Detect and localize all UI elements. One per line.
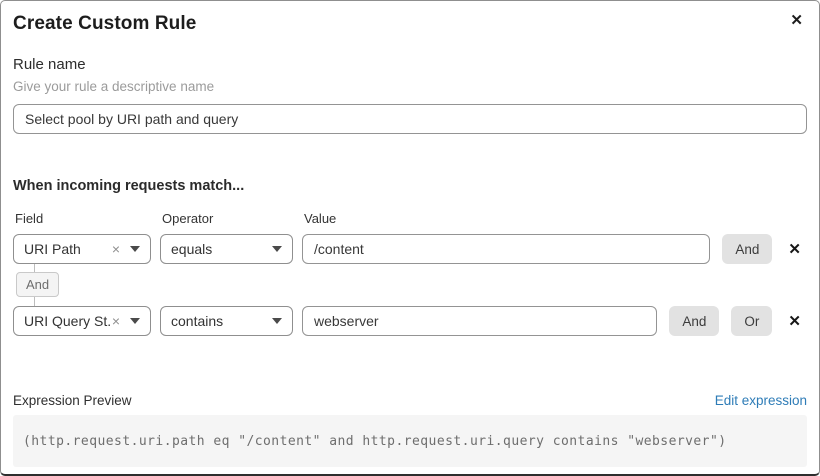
and-button-row-1[interactable]: And (722, 234, 773, 264)
or-button-row-2[interactable]: Or (731, 306, 773, 336)
connector-line-bottom (34, 297, 35, 306)
expression-preview-section: Expression Preview Edit expression (http… (13, 393, 807, 467)
expression-code: (http.request.uri.path eq "/content" and… (13, 415, 807, 467)
rule-name-label: Rule name (13, 56, 86, 73)
rule-name-section: Rule name Give your rule a descriptive n… (13, 56, 807, 134)
expression-preview-label: Expression Preview (13, 393, 132, 408)
rule-name-input[interactable] (13, 104, 807, 134)
operator-select-2[interactable]: contains (160, 306, 293, 336)
operator-select-1[interactable]: equals (160, 234, 293, 264)
connector-and-badge: And (16, 272, 60, 297)
edit-expression-link[interactable]: Edit expression (714, 393, 807, 408)
and-button-row-2[interactable]: And (669, 306, 720, 336)
expression-header: Expression Preview Edit expression (13, 393, 807, 408)
clear-selection-icon[interactable]: × (111, 313, 120, 329)
close-icon[interactable]: ✕ (786, 11, 807, 30)
operator-select-1-value: equals (171, 241, 213, 257)
value-column-label: Value (304, 211, 337, 226)
rule-name-hint: Give your rule a descriptive name (13, 79, 215, 94)
remove-condition-icon[interactable]: ✕ (788, 240, 801, 258)
chevron-down-icon (130, 318, 140, 324)
condition-row-1: URI Path × equals And ✕ (13, 234, 807, 264)
operator-select-2-value: contains (171, 313, 224, 329)
remove-condition-icon[interactable]: ✕ (788, 312, 801, 330)
condition-connector: And (13, 264, 807, 306)
match-section: When incoming requests match... Field Op… (13, 178, 807, 336)
field-select-1[interactable]: URI Path × (13, 234, 151, 264)
field-select-2[interactable]: URI Query St... × (13, 306, 151, 336)
value-input-1[interactable] (302, 234, 711, 264)
field-select-1-value: URI Path (24, 241, 81, 257)
page-title: Create Custom Rule (13, 13, 197, 34)
chevron-down-icon (130, 246, 140, 252)
match-heading: When incoming requests match... (13, 178, 245, 194)
condition-row-2: URI Query St... × contains And Or ✕ (13, 306, 807, 336)
field-column-label: Field (15, 211, 44, 226)
chevron-down-icon (272, 318, 282, 324)
clear-selection-icon[interactable]: × (111, 241, 120, 257)
operator-column-label: Operator (162, 211, 214, 226)
chevron-down-icon (272, 246, 282, 252)
field-select-2-value: URI Query St... (24, 313, 112, 329)
connector-line-top (34, 264, 35, 272)
column-labels: Field Operator Value (13, 211, 807, 226)
dialog-header: Create Custom Rule ✕ (13, 11, 807, 35)
value-input-2[interactable] (302, 306, 658, 336)
